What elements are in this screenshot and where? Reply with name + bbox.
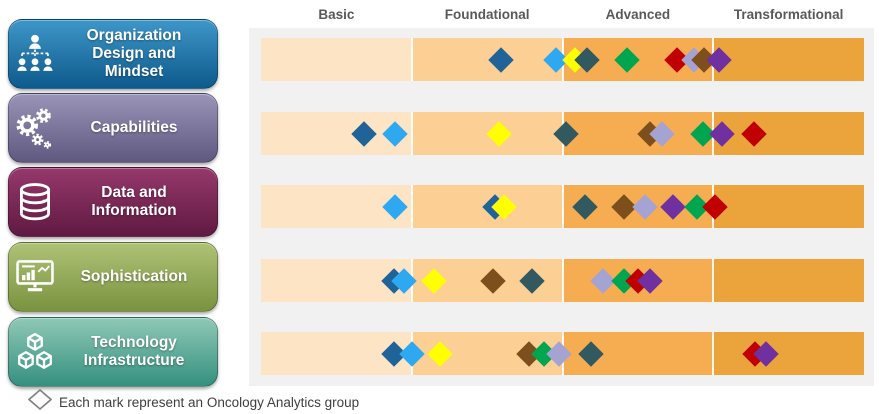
bar-segment bbox=[713, 112, 864, 155]
bar-segment bbox=[713, 185, 864, 228]
category-label: Data and Information bbox=[91, 183, 177, 219]
category-label: Sophistication bbox=[80, 267, 188, 285]
category-technology-infrastructure: Technology Infrastructure bbox=[8, 317, 218, 387]
maturity-row bbox=[261, 38, 864, 81]
bar-segment bbox=[713, 332, 864, 375]
column-header-basic: Basic bbox=[318, 7, 355, 22]
column-header-transformational: Transformational bbox=[733, 7, 844, 22]
category-label: Organization Design and Mindset bbox=[86, 26, 182, 81]
maturity-row bbox=[261, 259, 864, 302]
gears-icon bbox=[9, 105, 61, 151]
segment-divider bbox=[410, 38, 413, 81]
category-sophistication: Sophistication bbox=[8, 242, 218, 312]
segment-divider bbox=[410, 185, 413, 228]
legend-text: Each mark represent an Oncology Analytic… bbox=[59, 394, 360, 410]
bar-segment bbox=[713, 259, 864, 302]
category-label: Capabilities bbox=[90, 118, 178, 136]
maturity-row bbox=[261, 332, 864, 375]
bar-segment bbox=[713, 38, 864, 81]
category-data-information: Data and Information bbox=[8, 167, 218, 237]
column-header-advanced: Advanced bbox=[605, 7, 671, 22]
segment-divider bbox=[410, 112, 413, 155]
segment-divider bbox=[561, 259, 564, 302]
monitor-chart-icon bbox=[9, 254, 61, 300]
legend: Each mark represent an Oncology Analytic… bbox=[27, 388, 360, 414]
segment-divider bbox=[712, 259, 715, 302]
cubes-icon bbox=[9, 329, 61, 375]
category-label: Technology Infrastructure bbox=[83, 333, 185, 369]
legend-diamond-icon bbox=[27, 388, 53, 414]
bar-segment bbox=[411, 38, 563, 81]
column-header-foundational: Foundational bbox=[444, 7, 530, 22]
category-capabilities: Capabilities bbox=[8, 93, 218, 163]
segment-divider bbox=[561, 185, 564, 228]
maturity-row bbox=[261, 112, 864, 155]
database-icon bbox=[9, 179, 61, 225]
segment-divider bbox=[712, 332, 715, 375]
maturity-row bbox=[261, 185, 864, 228]
bar-segment bbox=[261, 38, 412, 81]
category-organization-design: Organization Design and Mindset bbox=[8, 19, 218, 89]
org-chart-icon bbox=[9, 31, 61, 77]
